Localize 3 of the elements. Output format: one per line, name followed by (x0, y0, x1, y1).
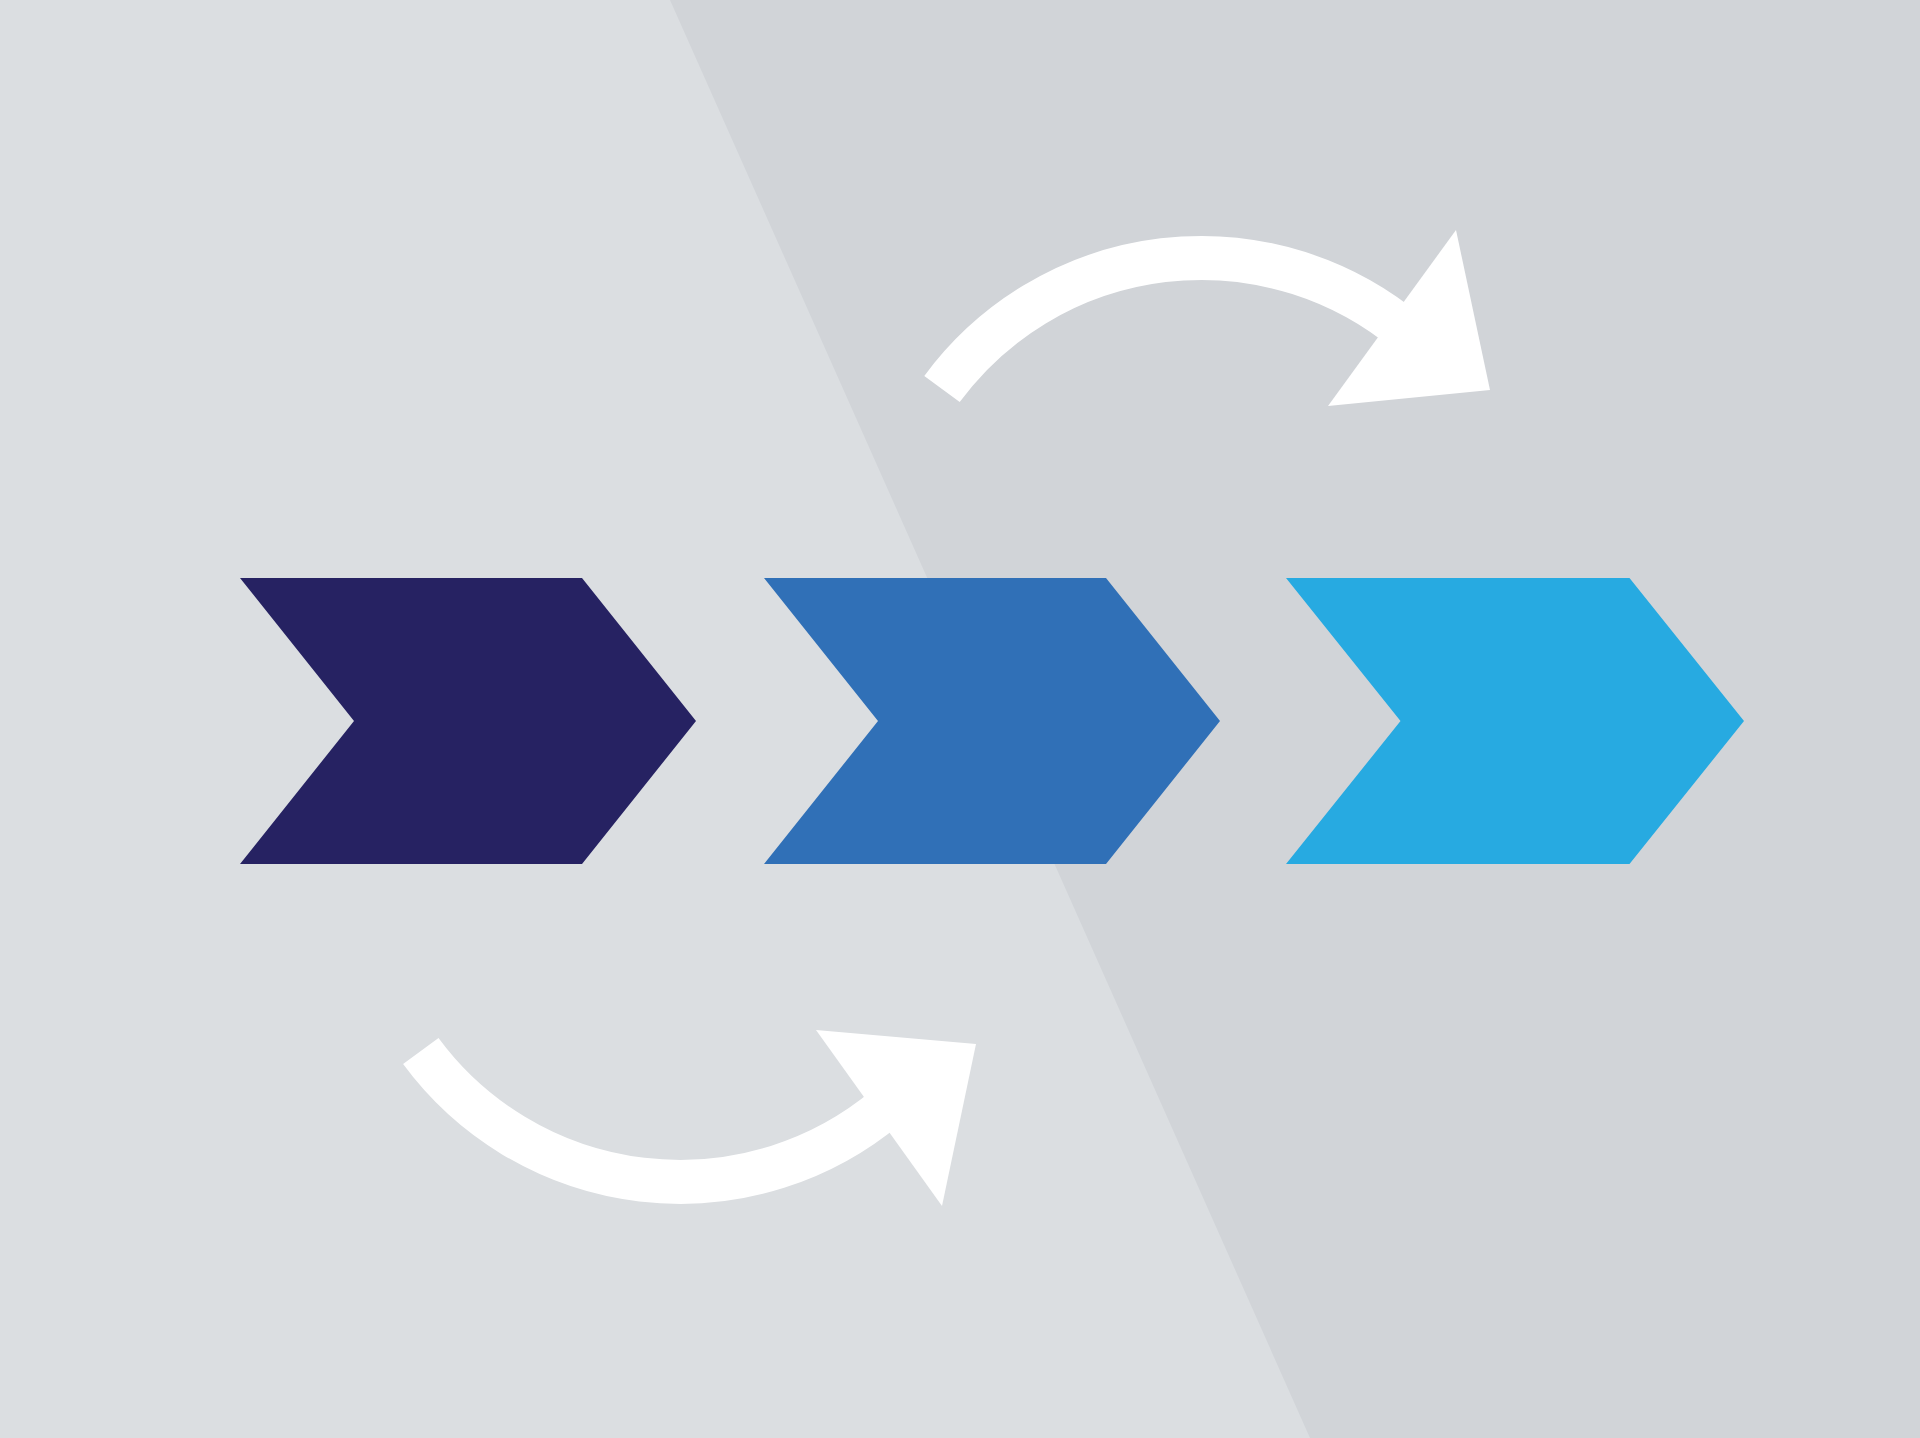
chevron-shape (240, 578, 696, 864)
chevron-shape (1286, 578, 1744, 864)
chevron-shape (764, 578, 1220, 864)
